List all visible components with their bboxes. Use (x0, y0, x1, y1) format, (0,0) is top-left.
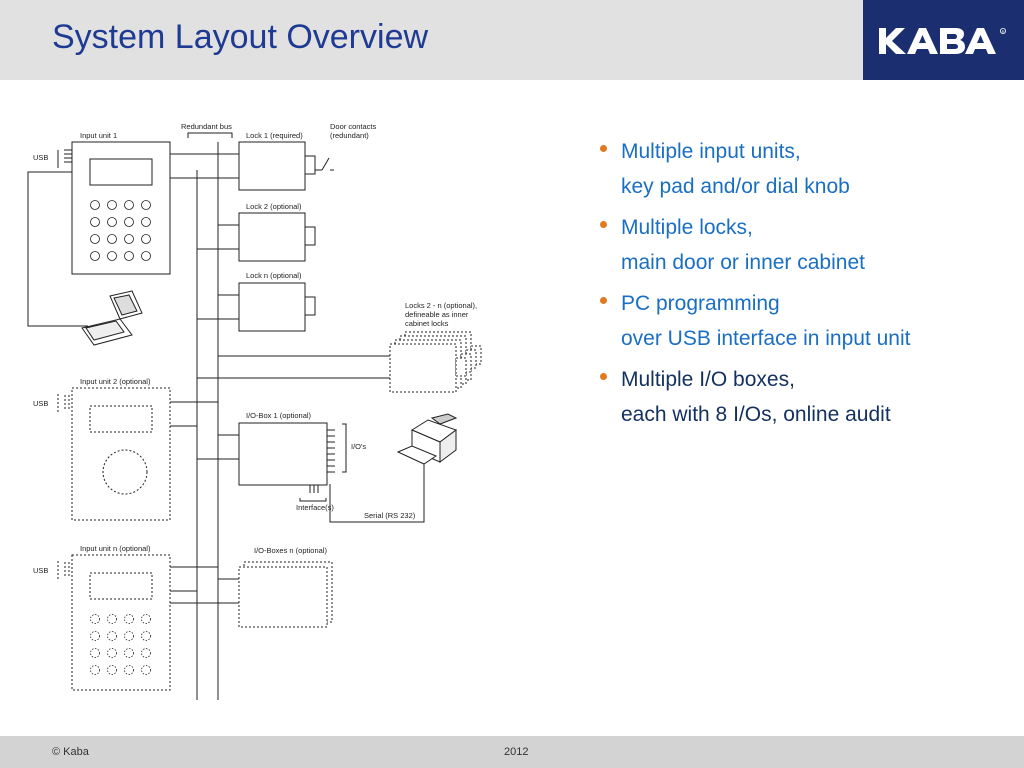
label-input-unit-2: Input unit 2 (optional) (80, 377, 151, 386)
input-unit-n (71, 554, 171, 691)
keypad-button (141, 251, 151, 261)
keypad-button (90, 631, 100, 641)
lock-2 (238, 212, 306, 262)
keypad-button (107, 200, 117, 210)
bullet-line1: Multiple input units, (621, 140, 801, 163)
keypad-button (141, 631, 151, 641)
label-locks-2n-1: Locks 2 - n (optional), (405, 301, 477, 310)
keypad-button (124, 251, 134, 261)
bullet-line2: each with 8 I/Os, online audit (621, 403, 891, 426)
feature-list: Multiple input units, key pad and/or dia… (600, 138, 1010, 442)
keypad-button (107, 251, 117, 261)
keypad-button (107, 217, 117, 227)
footer-year: 2012 (504, 746, 529, 758)
keypad-button (90, 234, 100, 244)
label-interfaces: Interface(s) (296, 503, 334, 512)
keypad-button (90, 200, 100, 210)
dial-knob (102, 449, 148, 495)
keypad-button (107, 234, 117, 244)
bullet-locks: Multiple locks, main door or inner cabin… (600, 214, 1010, 280)
label-lock-n: Lock n (optional) (246, 271, 302, 280)
bullet-input-units: Multiple input units, key pad and/or dia… (600, 138, 1010, 204)
footer-bar: © Kaba 2012 (0, 736, 1024, 768)
label-locks-2n-3: cabinet locks (405, 319, 449, 328)
label-lock-1: Lock 1 (required) (246, 131, 303, 140)
bullet-dot (600, 221, 607, 228)
keypad-button (124, 648, 134, 658)
keypad-button (124, 614, 134, 624)
bullet-pc-programming: PC programming over USB interface in inp… (600, 290, 1010, 356)
keypad-button (90, 665, 100, 675)
bullet-dot (600, 145, 607, 152)
keypad-button (124, 234, 134, 244)
keypad-button (90, 251, 100, 261)
label-usb-2: USB (33, 399, 48, 408)
keypad-button (124, 665, 134, 675)
label-redundant-bus: Redundant bus (181, 122, 232, 131)
bullet-dot (600, 373, 607, 380)
input-unit-n-keypad (90, 614, 151, 675)
io-box-1 (238, 422, 328, 486)
bullet-line2: over USB interface in input unit (621, 327, 911, 350)
keypad-button (141, 234, 151, 244)
bullet-line2: main door or inner cabinet (621, 251, 865, 274)
label-io-boxes-n: I/O-Boxes n (optional) (254, 546, 327, 555)
label-ios: I/O's (351, 442, 366, 451)
locks-2-n (389, 343, 457, 393)
svg-text:R: R (1002, 29, 1005, 34)
page-title: System Layout Overview (52, 18, 429, 56)
keypad-button (141, 217, 151, 227)
label-io-box-1: I/O-Box 1 (optional) (246, 411, 312, 420)
keypad-button (141, 648, 151, 658)
label-serial: Serial (RS 232) (364, 511, 416, 520)
input-unit-1 (71, 141, 171, 275)
keypad-button (90, 648, 100, 658)
label-door-contacts-1: Door contacts (330, 122, 377, 131)
keypad-button (124, 217, 134, 227)
label-door-contacts-2: (redundant) (330, 131, 369, 140)
label-input-unit-n: Input unit n (optional) (80, 544, 151, 553)
input-unit-2 (71, 387, 171, 521)
kaba-logo: R (863, 0, 1024, 80)
label-lock-2: Lock 2 (optional) (246, 202, 302, 211)
keypad-button (90, 614, 100, 624)
footer-copyright: © Kaba (52, 746, 89, 758)
keypad-button (141, 614, 151, 624)
keypad-button (141, 200, 151, 210)
bullet-line2: key pad and/or dial knob (621, 175, 850, 198)
keypad-button (124, 631, 134, 641)
kaba-logo-mark: R (879, 28, 1007, 54)
keypad-button (107, 665, 117, 675)
laptop-icon (81, 290, 143, 346)
label-usb-n: USB (33, 566, 48, 575)
bullet-line1: Multiple I/O boxes, (621, 368, 795, 391)
bullet-io-boxes: Multiple I/O boxes, each with 8 I/Os, on… (600, 366, 1010, 432)
bullet-line1: PC programming (621, 292, 780, 315)
printer-icon (396, 413, 458, 465)
keypad-button (90, 217, 100, 227)
keypad-button (107, 648, 117, 658)
bullet-dot (600, 297, 607, 304)
input-unit-1-keypad (90, 200, 151, 261)
input-unit-1-display (89, 158, 153, 186)
header-bar: System Layout Overview R (0, 0, 1024, 80)
keypad-button (124, 200, 134, 210)
label-input-unit-1: Input unit 1 (80, 131, 117, 140)
keypad-button (141, 665, 151, 675)
bullet-line1: Multiple locks, (621, 216, 753, 239)
keypad-button (107, 631, 117, 641)
lock-n (238, 282, 306, 332)
label-usb-1: USB (33, 153, 48, 162)
system-layout-diagram: Redundant bus Input unit 1 Lock 1 (requi… (27, 122, 482, 700)
keypad-button (107, 614, 117, 624)
io-boxes-n (238, 566, 328, 628)
usb-cable (27, 171, 88, 327)
lock-1 (238, 141, 306, 191)
label-locks-2n-2: defineable as inner (405, 310, 469, 319)
